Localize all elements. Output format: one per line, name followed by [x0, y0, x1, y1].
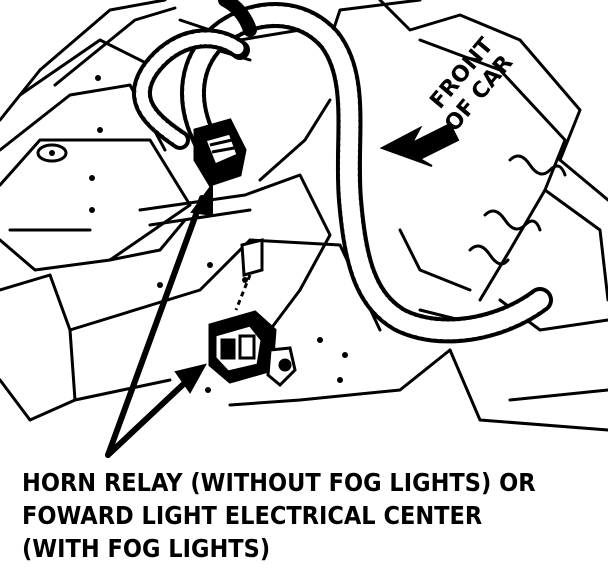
front-of-car-indicator: FRONT OF CAR — [379, 33, 518, 167]
front-direction-arrow — [379, 122, 460, 167]
caption-line-2: FOWARD LIGHT ELECTRICAL CENTER — [22, 501, 483, 530]
wiring-harness — [132, 0, 553, 344]
caption-line-1: HORN RELAY (WITHOUT FOG LIGHTS) OR — [22, 468, 536, 497]
body-structure — [0, 0, 608, 432]
leader-arrows — [105, 181, 213, 458]
mounting-stud — [234, 238, 264, 311]
component-caption: HORN RELAY (WITHOUT FOG LIGHTS) OR FOWAR… — [22, 466, 544, 565]
horn-relay — [208, 310, 297, 388]
bolt-holes — [36, 75, 348, 393]
harness-connector — [193, 118, 247, 187]
caption-line-3: (WITH FOG LIGHTS) — [22, 534, 271, 563]
